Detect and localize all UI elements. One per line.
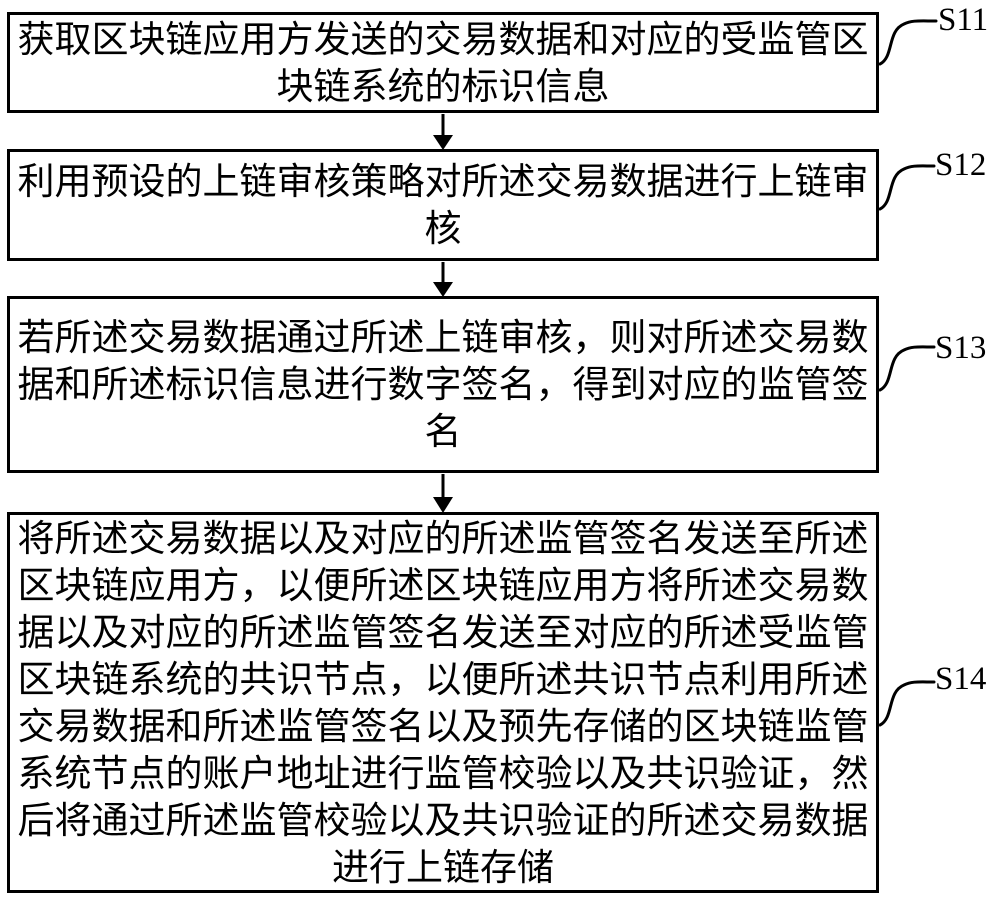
leader-curve-s12 bbox=[878, 164, 936, 211]
down-arrow bbox=[433, 474, 453, 513]
step-s14-text-line: 交易数据和所述监管签名以及预先存储的区块链监管 bbox=[17, 704, 869, 748]
step-s13-text-line: 名 bbox=[424, 410, 462, 453]
step-label-s13: S13 bbox=[935, 330, 987, 366]
leader-curve-s13 bbox=[878, 345, 936, 392]
step-label-s11: S11 bbox=[938, 2, 989, 38]
step-s14-text-line: 区块链应用方，以便所述区块链应用方将所述交易数 bbox=[17, 563, 869, 607]
down-arrow-head bbox=[433, 135, 453, 150]
step-s14-text-line: 将所述交易数据以及对应的所述监管签名发送至所述 bbox=[17, 516, 869, 560]
step-label-s12: S12 bbox=[935, 147, 987, 183]
step-box-s11: 获取区块链应用方发送的交易数据和对应的受监管区 块链系统的标识信息 bbox=[7, 12, 879, 113]
down-arrow-head bbox=[433, 282, 453, 297]
leader-curve-s11 bbox=[878, 19, 938, 66]
step-s14-text-line: 系统节点的账户地址进行监管校验以及共识验证，然 bbox=[17, 751, 869, 795]
step-s12-text-line: 利用预设的上链审核策略对所述交易数据进行上链审 bbox=[17, 160, 869, 203]
step-s11-text-line: 获取区块链应用方发送的交易数据和对应的受监管区 bbox=[17, 17, 869, 61]
down-arrow bbox=[433, 262, 453, 297]
step-s14-text-line: 区块链系统的共识节点，以便所述共识节点利用所述 bbox=[17, 657, 869, 701]
step-s13-text-line: 若所述交易数据通过所述上链审核，则对所述交易数 bbox=[17, 316, 869, 359]
step-box-s13: 若所述交易数据通过所述上链审核，则对所述交易数 据和所述标识信息进行数字签名，得… bbox=[7, 296, 879, 473]
step-box-s12: 利用预设的上链审核策略对所述交易数据进行上链审 核 bbox=[7, 149, 879, 261]
step-s13-text-line: 据和所述标识信息进行数字签名，得到对应的监管签 bbox=[17, 363, 869, 406]
step-s14-text-line: 据以及对应的所述监管签名发送至对应的所述受监管 bbox=[17, 610, 869, 654]
down-arrow-head bbox=[433, 497, 453, 513]
step-s11-text-line: 块链系统的标识信息 bbox=[276, 64, 610, 108]
step-s14-text-line: 后将通过所述监管校验以及共识验证的所述交易数据 bbox=[17, 798, 869, 842]
step-s12-text-line: 核 bbox=[424, 207, 462, 250]
step-box-s14: 将所述交易数据以及对应的所述监管签名发送至所述 区块链应用方，以便所述区块链应用… bbox=[7, 512, 879, 893]
down-arrow bbox=[433, 114, 453, 150]
step-label-s14: S14 bbox=[935, 661, 987, 697]
leader-curve-s14 bbox=[878, 680, 936, 727]
step-s14-text-line: 进行上链存储 bbox=[332, 845, 554, 889]
